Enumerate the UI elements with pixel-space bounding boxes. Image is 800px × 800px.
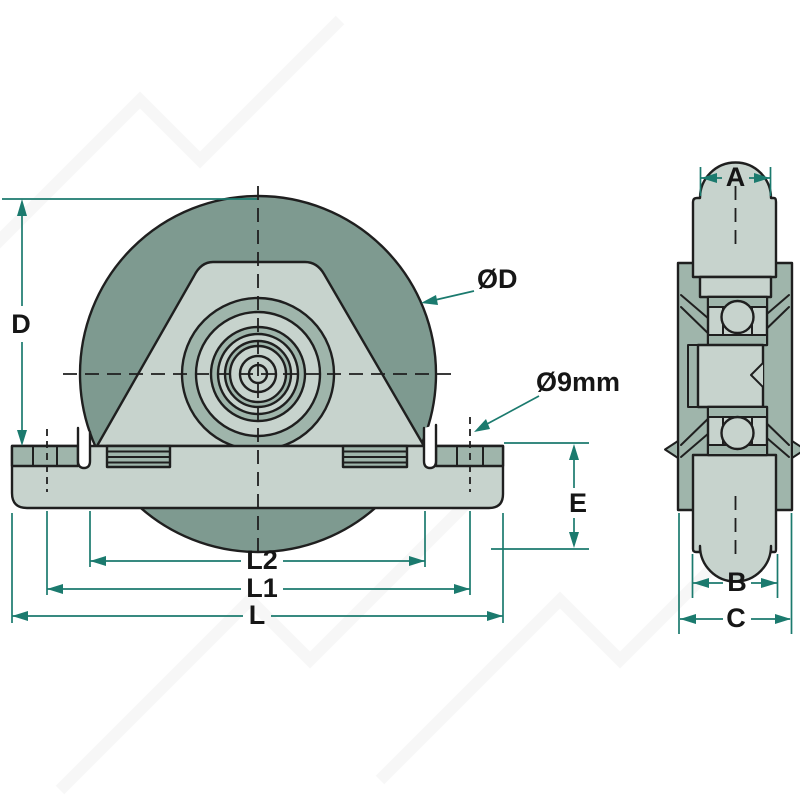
dimension-l-label: L [249,600,266,630]
side-hub-neck [698,275,773,299]
shaft-spacer [687,343,765,409]
dimension-c-label: C [726,603,746,633]
bearing-top [706,295,769,347]
side-view [664,161,800,583]
slot-embossment-left [105,444,172,469]
bearing-bottom [706,405,769,457]
dimension-l: L [11,513,504,630]
plate-notch-right [422,423,438,470]
plate-notch-left [76,426,92,470]
dimension-l1: L1 [46,511,471,603]
lip-tip-right [791,440,800,459]
lip-tip-left [664,440,679,459]
flange-block-left [10,444,80,468]
leader-od: ØD [421,264,518,305]
watermark [0,15,785,795]
bearing-ball-bottom [720,415,755,451]
dimension-b-label: B [727,567,747,597]
dimension-l2: L2 [89,511,426,575]
dimension-e: E [491,442,589,550]
dimension-a-label: A [726,162,746,192]
slot-embossment-right [341,444,409,469]
leader-o9mm: Ø9mm [474,367,620,432]
dimension-d-label: D [11,309,31,339]
dimensions: D ØD Ø9mm E [2,162,793,634]
dimension-l2-label: L2 [246,545,278,575]
dimension-c: C [678,513,793,634]
leader-o9mm-label: Ø9mm [536,367,620,397]
leader-od-label: ØD [477,264,518,294]
dimension-l1-label: L1 [246,573,278,603]
side-top-rim [691,161,778,279]
dimension-a: A [699,162,772,196]
dimension-d: D [2,198,257,446]
bearing-ball-top [720,299,755,335]
dimension-b: B [691,554,779,598]
front-view [10,186,505,560]
side-bottom-rim [691,453,778,583]
dimension-e-label: E [569,488,587,518]
